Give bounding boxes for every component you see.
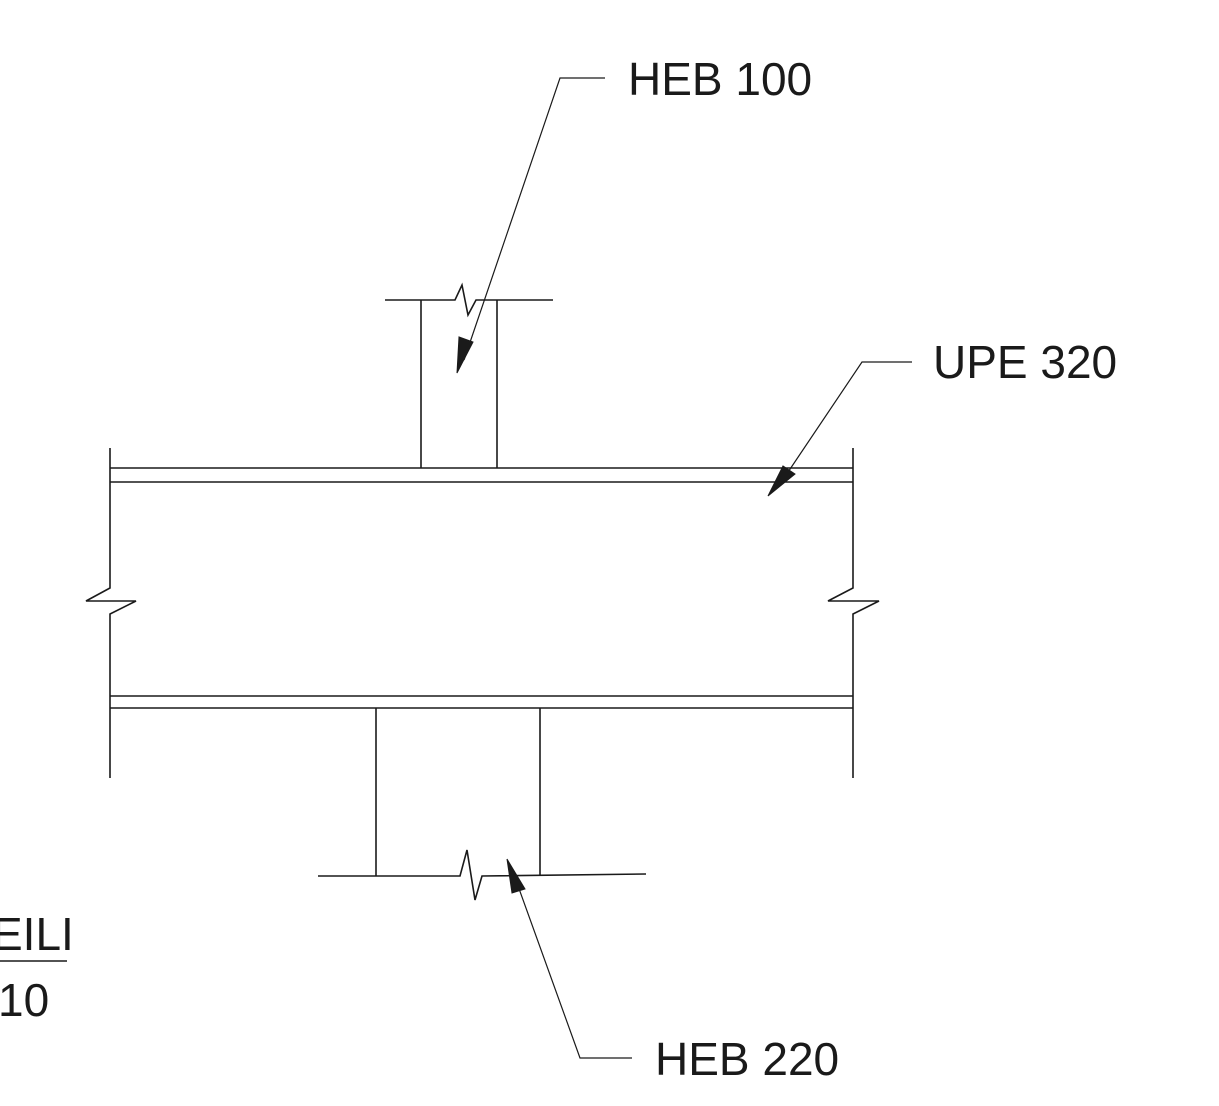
upe320-leader	[767, 361, 912, 497]
upe320-left-break	[85, 448, 137, 778]
detail-title: EILI	[0, 908, 74, 960]
heb100-label: HEB 100	[628, 53, 812, 105]
upe320-right-break	[827, 448, 880, 778]
heb100-arrowhead	[456, 336, 474, 374]
heb220-column	[318, 708, 647, 901]
heb100-leader	[456, 77, 605, 374]
upe320-beam	[85, 448, 880, 778]
heb100-break-line	[385, 282, 553, 318]
upe320-label: UPE 320	[933, 336, 1117, 388]
heb220-label: HEB 220	[655, 1033, 839, 1085]
heb100-column	[385, 282, 553, 468]
heb220-leader	[506, 858, 632, 1059]
detail-title-block: EILI 10	[0, 908, 74, 1026]
heb220-arrowhead	[506, 858, 526, 894]
heb220-break-line	[318, 849, 647, 901]
detail-scale: 10	[0, 974, 49, 1026]
upe320-arrowhead	[767, 465, 796, 497]
